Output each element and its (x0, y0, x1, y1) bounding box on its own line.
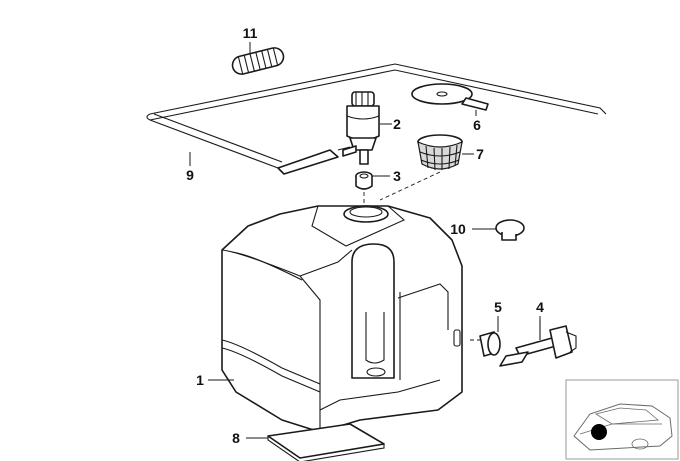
part-11-coil (231, 47, 285, 75)
part-2-pump (342, 91, 380, 165)
car-location-inset (565, 379, 679, 460)
callout-6: 6 (473, 117, 481, 133)
callout-5: 5 (494, 299, 502, 315)
callout-11: 11 (243, 25, 258, 41)
callout-3: 3 (393, 168, 401, 184)
part-10-plug (495, 219, 525, 241)
part-5-grommet (479, 331, 501, 357)
callout-2: 2 (393, 116, 401, 132)
leader-lines (189, 42, 541, 439)
part-8-pad (267, 423, 385, 461)
part-7-strainer (417, 134, 463, 171)
callout-4: 4 (536, 299, 544, 315)
part-4-sensor (499, 320, 577, 367)
part-1-reservoir (221, 205, 463, 433)
callout-8: 8 (232, 430, 240, 446)
callout-9: 9 (186, 167, 194, 183)
location-marker (591, 424, 607, 440)
part-9-hose (146, 63, 607, 175)
part-6-cap (411, 83, 489, 111)
part-3-grommet (355, 171, 373, 190)
callout-1: 1 (196, 372, 204, 388)
callout-7: 7 (476, 146, 484, 162)
callout-10: 10 (450, 221, 466, 237)
car-location-icon (573, 403, 673, 451)
